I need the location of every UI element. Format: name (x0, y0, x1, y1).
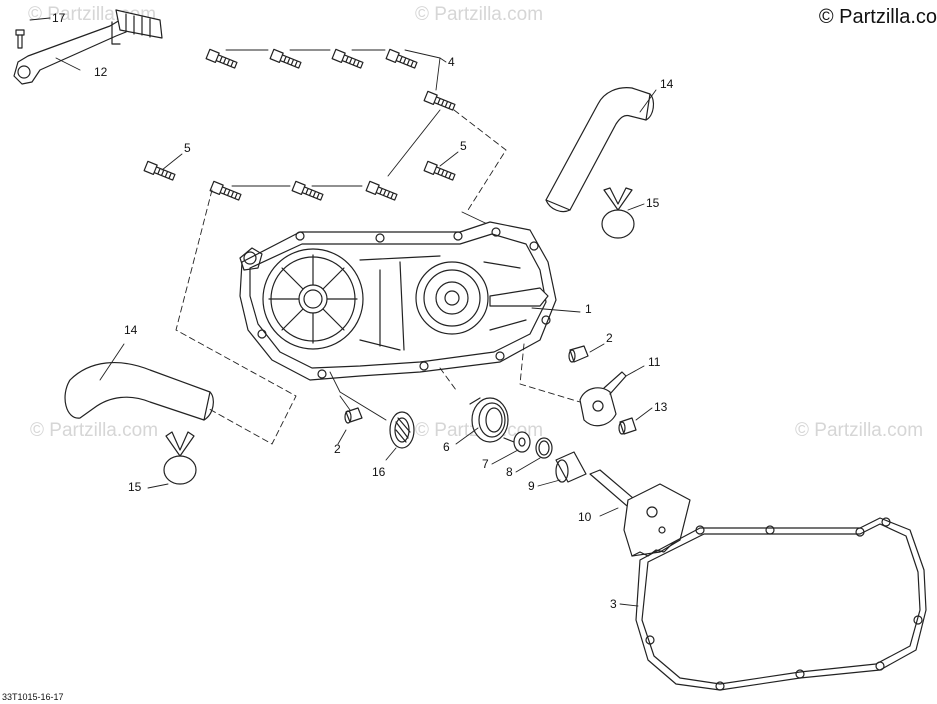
callout-4[interactable]: 4 (448, 55, 455, 69)
callout-13[interactable]: 13 (654, 400, 668, 414)
hose-14-left (64, 361, 214, 421)
dowel-pin-2-right (568, 345, 589, 363)
callout-5[interactable]: 5 (184, 141, 191, 155)
callout-9[interactable]: 9 (528, 479, 535, 493)
clutch-cover (239, 221, 557, 381)
kick-shaft-10 (589, 469, 691, 557)
hose-14-upper (545, 87, 655, 213)
clamp-15-lower (163, 431, 197, 485)
callout-8[interactable]: 8 (506, 465, 513, 479)
callout-14[interactable]: 14 (660, 77, 674, 91)
callout-16[interactable]: 16 (372, 465, 386, 479)
callout-3[interactable]: 3 (610, 597, 617, 611)
callout-1[interactable]: 1 (585, 302, 592, 316)
callout-5[interactable]: 5 (460, 139, 467, 153)
kick-starter-lever (13, 9, 163, 85)
cover-gasket-3 (635, 517, 927, 691)
clamp-15-upper (601, 187, 635, 239)
dowel-pin-2-left (344, 407, 363, 424)
spring-6 (469, 397, 515, 443)
callout-2[interactable]: 2 (334, 442, 341, 456)
circlip-8 (535, 437, 553, 459)
callout-11[interactable]: 11 (648, 355, 661, 369)
diagram-code: 33T1015-16-17 (2, 692, 64, 702)
dowel-13 (618, 417, 637, 435)
copyright-label: © Partzilla.co (818, 6, 937, 28)
watermark: © Partzilla.com (415, 4, 544, 25)
callout-17[interactable]: 17 (52, 11, 66, 25)
bolt-group-4 (143, 48, 456, 201)
callout-15[interactable]: 15 (128, 480, 142, 494)
leader-lines (29, 17, 657, 607)
washer-7 (513, 431, 531, 453)
bushing-9 (555, 451, 587, 483)
bolt-17 (15, 29, 25, 49)
callout-14[interactable]: 14 (124, 323, 138, 337)
callout-15[interactable]: 15 (646, 196, 660, 210)
watermark: © Partzilla.com (795, 420, 924, 441)
callout-10[interactable]: 10 (578, 510, 592, 524)
watermark: © Partzilla.com (30, 420, 159, 441)
callout-7[interactable]: 7 (482, 457, 489, 471)
callout-12[interactable]: 12 (94, 65, 108, 79)
callout-2[interactable]: 2 (606, 331, 613, 345)
callout-6[interactable]: 6 (443, 440, 450, 454)
bearing-16 (389, 411, 415, 449)
kick-gear-11 (579, 371, 627, 427)
